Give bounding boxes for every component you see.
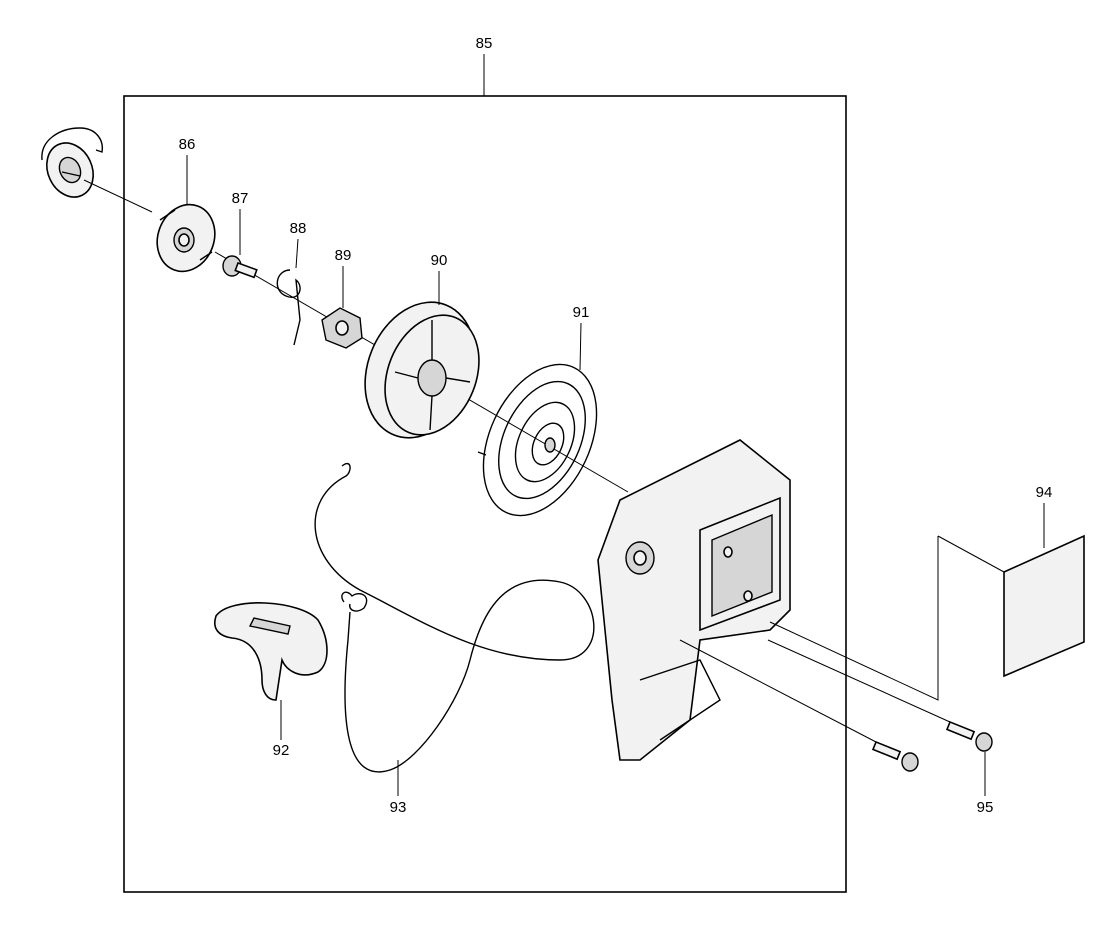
label-87: 87 — [232, 190, 249, 207]
part-94-plate — [769, 534, 1085, 701]
part-95-screw-lower — [679, 639, 919, 772]
part-88-wire-clip — [276, 269, 301, 346]
label-86: 86 — [179, 136, 196, 153]
label-92: 92 — [273, 742, 290, 759]
label-91: 91 — [573, 304, 590, 321]
leader-88 — [295, 238, 299, 269]
label-88: 88 — [290, 220, 307, 237]
label-94: 94 — [1036, 484, 1053, 501]
label-85: 85 — [476, 35, 493, 52]
engine-flywheel-reference — [41, 127, 153, 213]
label-95: 95 — [977, 799, 994, 816]
part-93-rope — [314, 462, 595, 773]
assembly-frame — [123, 95, 847, 893]
label-90: 90 — [431, 252, 448, 269]
starter-housing — [597, 439, 791, 761]
leader-91 — [579, 322, 582, 371]
label-89: 89 — [335, 247, 352, 264]
part-95-screw-upper — [767, 639, 993, 752]
part-86-hub — [156, 203, 216, 273]
part-89-ratchet — [321, 307, 363, 349]
part-92-handle — [214, 602, 328, 701]
part-90-reel — [364, 301, 480, 439]
part-91-spring — [477, 363, 598, 517]
part-87-bolt — [222, 255, 258, 279]
label-93: 93 — [390, 799, 407, 816]
